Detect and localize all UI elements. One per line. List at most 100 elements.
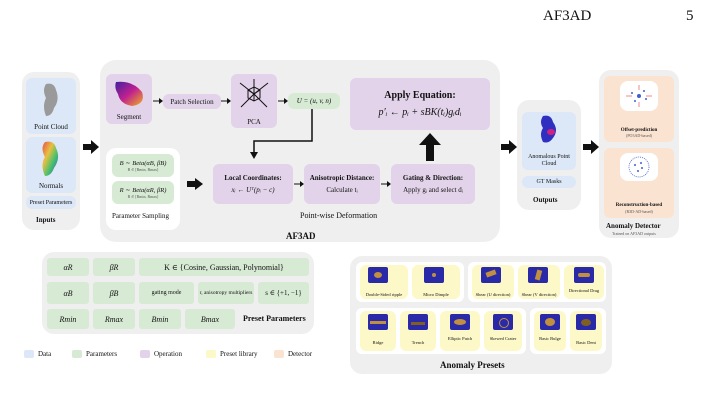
preset-thumbnail (368, 314, 388, 330)
preset-parameters-title: Preset Parameters (243, 314, 306, 323)
arrow-small-icon (153, 98, 163, 104)
legend-parameters-swatch (72, 350, 82, 358)
legend-preset-library-label: Preset library (220, 350, 258, 358)
outputs-title: Outputs (533, 196, 558, 204)
offset-prediction-sub: (PO3AD-based) (626, 133, 652, 138)
preset-thumbnail (574, 267, 594, 283)
arrow-right-icon (187, 178, 203, 190)
preset-thumbnail (408, 314, 428, 330)
sampling-r-range: R ∈ [Rmin, Rmax] (127, 194, 159, 199)
preset-label: Shear (V direction) (521, 292, 557, 297)
pca-label: PCA (247, 118, 261, 126)
reconstruction-illustration (620, 153, 658, 181)
running-title: AF3AD (543, 8, 592, 24)
anomalous-point-cloud-box: Anomalous Point Cloud (522, 112, 576, 170)
arrow-up-icon (419, 133, 441, 161)
preset-label: Basic Dent (576, 340, 596, 345)
legend-parameters-label: Parameters (86, 350, 118, 358)
anomalous-cloud-icon (541, 115, 556, 143)
arrow-right-icon (583, 140, 599, 154)
legend-preset-library-swatch (206, 350, 216, 358)
offset-prediction-label: Offset-prediction (620, 128, 658, 133)
arrow-right-icon (501, 140, 517, 154)
preset-label: Skewed Crater (489, 336, 517, 341)
anisotropic-distance-formula: Calculate tᵢ (326, 186, 358, 194)
local-coordinates-box: Local Coordinates: xᵢ ← Uᵀ(pᵢ − c) (213, 164, 293, 204)
apply-equation-title: Apply Equation: (384, 90, 456, 101)
preset-thumbnail (540, 314, 560, 330)
preset-thumbnail (424, 267, 444, 283)
preset-label: Basic Bulge (539, 336, 561, 341)
param-b-max: Bmax (185, 309, 235, 329)
apply-equation-box: Apply Equation: p′ᵢ ← pᵢ + sBK(tᵢ)gᵢdᵢ (350, 78, 490, 130)
segment-icon (115, 81, 143, 106)
segment-label: Segment (116, 113, 142, 121)
segment-box: Segment (106, 74, 152, 124)
legend-data-swatch (24, 350, 34, 358)
param-b-min: Bmin (139, 309, 181, 329)
pca-cube-icon (239, 79, 269, 108)
preset-label: Elliptic Patch (447, 336, 473, 341)
sampling-b-box: B ∼ Beta(αB, βB) B ∈ [Bmin, Bmax] (112, 154, 174, 177)
gating-direction-box: Gating & Direction: Apply gᵢ and select … (391, 164, 475, 204)
sampling-b-range: B ∈ [Bmin, Bmax] (127, 167, 159, 172)
arrow-right-icon (83, 140, 99, 154)
reconstruction-label: Reconstruction-based (615, 203, 663, 208)
anomaly-presets-title: Anomaly Presets (440, 360, 505, 370)
local-coordinates-title: Local Coordinates: (224, 174, 282, 182)
offset-prediction-illustration (620, 81, 658, 111)
legend-detector-swatch (274, 350, 284, 358)
u-basis-box: U = (u, v, n) (288, 93, 340, 109)
preset-label: Micro Dimple (423, 292, 449, 297)
arrow-small-icon (278, 98, 288, 104)
detector-subtitle: Trained on AF3AD outputs (612, 231, 656, 236)
preset-parameters-box: Preset Parameters (26, 196, 76, 209)
preset-label: Shear (U direction) (475, 292, 511, 297)
point-cloud-label: Point Cloud (34, 123, 68, 131)
preset-thumbnail (481, 267, 501, 283)
reconstruction-sub: (R3D-AD-based) (625, 209, 653, 214)
preset-label: Directional Drag (568, 288, 600, 293)
anisotropic-distance-title: Anisotropic Distance: (309, 174, 375, 182)
preset-thumbnail (450, 314, 470, 330)
inputs-title: Inputs (36, 216, 56, 224)
anomalous-point-cloud-label: Anomalous Point Cloud (528, 154, 570, 167)
legend-operation-label: Operation (154, 350, 182, 358)
param-r-max: Rmax (93, 309, 135, 329)
pointwise-deformation-label: Point-wise Deformation (300, 211, 378, 220)
anisotropic-distance-box: Anisotropic Distance: Calculate tᵢ (304, 164, 380, 204)
legend-operation-swatch (140, 350, 150, 358)
parameter-sampling-label: Parameter Sampling (112, 212, 169, 220)
gt-masks-box: GT Masks (522, 176, 576, 188)
apply-equation-formula: p′ᵢ ← pᵢ + sBK(tᵢ)gᵢdᵢ (378, 107, 462, 118)
param-beta-r: βR (93, 258, 135, 276)
preset-label: Trench (411, 340, 425, 345)
preset-thumbnail (576, 314, 596, 330)
preset-thumbnail (528, 267, 548, 283)
arrow-small-icon (294, 181, 304, 187)
point-cloud-icon (44, 83, 58, 116)
connector-line (250, 109, 313, 159)
reconstruction-box: Reconstruction-based (R3D-AD-based) (604, 148, 674, 218)
page-number: 5 (686, 8, 694, 24)
preset-label: Double-Sided ripple (365, 292, 403, 297)
sampling-b-eq: B ∼ Beta(αB, βB) (119, 160, 167, 167)
arrow-small-icon (381, 181, 391, 187)
patch-selection-box: Patch Selection (163, 94, 221, 109)
param-alpha-b: αB (47, 282, 89, 304)
preset-thumbnail (493, 314, 513, 330)
param-r-min: Rmin (47, 309, 89, 329)
legend-data-label: Data (38, 350, 52, 358)
normals-icon (42, 141, 59, 176)
offset-prediction-box: Offset-prediction (PO3AD-based) (604, 76, 674, 142)
param-sign: s ∈ {+1, −1} (258, 282, 309, 304)
param-kernel: K ∈ {Cosine, Gaussian, Polynomial} (139, 258, 309, 276)
normals-label: Normals (38, 182, 64, 190)
pca-box: PCA (231, 74, 277, 128)
param-gating-mode: gating mode (139, 282, 194, 304)
arrow-small-icon (221, 98, 231, 104)
local-coordinates-formula: xᵢ ← Uᵀ(pᵢ − c) (231, 186, 275, 194)
point-cloud-box: Point Cloud (26, 78, 76, 134)
preset-thumbnail (368, 267, 388, 283)
param-beta-b: βB (93, 282, 135, 304)
